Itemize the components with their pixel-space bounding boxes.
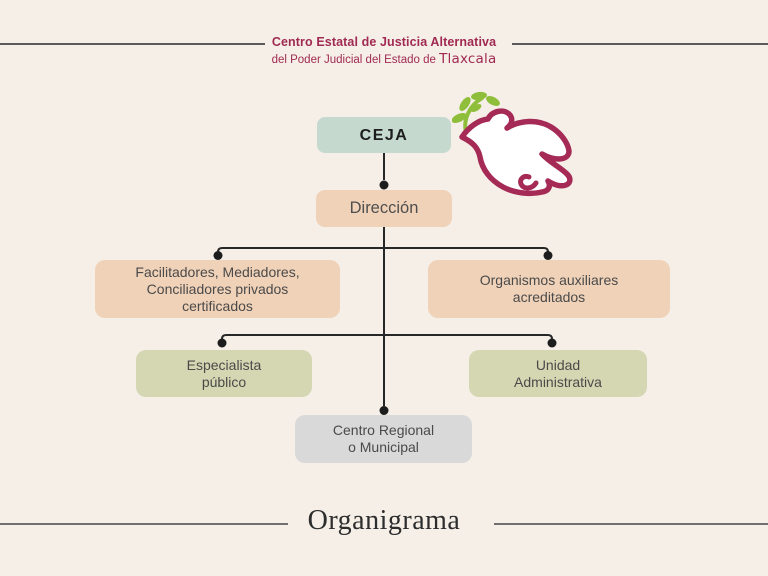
org-title: Centro Estatal de Justicia Alternativa (271, 35, 497, 49)
brand-tlaxcala: Tlaxcala (439, 51, 497, 67)
org-node-label-line: acreditados (512, 289, 586, 305)
org-node-label-line: Facilitadores, Mediadores, (135, 263, 300, 280)
page-title: Organigrama (307, 505, 461, 536)
org-node-label-line: Administrativa (514, 373, 602, 390)
org-node-label-line: Centro Regional (332, 422, 435, 438)
org-node-label-line: o Municipal (348, 439, 419, 455)
org-node-label-line: Conciliadores privados (146, 280, 289, 297)
connector-branch-row2 (221, 334, 553, 343)
org-node-organismos: Organismos auxiliares acreditados (428, 260, 670, 318)
dove-tail-curl (518, 174, 539, 191)
header-left-rule (0, 43, 265, 45)
connector-dot-especialista (217, 338, 227, 348)
org-node-label-line: Unidad (535, 356, 581, 373)
org-node-label: Dirección (349, 199, 419, 217)
org-node-label-line: público (201, 373, 247, 390)
org-node-label-line: certificados (182, 297, 253, 314)
org-node-label-line: Organismos auxiliares (479, 272, 619, 288)
connector-branch-row1 (217, 247, 549, 256)
connector-dot-centro (379, 406, 389, 415)
org-subtitle: del Poder Judicial del Estado de Tlaxcal… (0, 51, 768, 67)
dove-with-olive-branch-icon (452, 91, 573, 197)
connector-dot-facilitadores (213, 251, 223, 260)
org-node-centro: Centro Regional o Municipal (295, 415, 472, 463)
org-node-ceja: CEJA (317, 117, 451, 153)
org-node-direccion: Dirección (316, 190, 452, 227)
org-node-label: CEJA (359, 126, 409, 144)
org-node-label-line: Especialista (186, 356, 262, 373)
org-node-unidad: Unidad Administrativa (469, 350, 647, 397)
org-node-facilitadores: Facilitadores, Mediadores, Conciliadores… (95, 260, 340, 318)
connector-dot-unidad (547, 338, 557, 348)
org-node-especialista: Especialista público (136, 350, 312, 397)
footer-left-rule (0, 523, 288, 525)
connector-dot-direccion (379, 180, 389, 190)
connector-dot-organismos (543, 251, 553, 260)
header: Centro Estatal de Justicia Alternativa d… (0, 35, 768, 67)
footer-right-rule (494, 523, 768, 525)
header-right-rule (512, 43, 768, 45)
dove-body (459, 108, 573, 197)
org-subtitle-prefix: del Poder Judicial del Estado de (271, 54, 440, 66)
